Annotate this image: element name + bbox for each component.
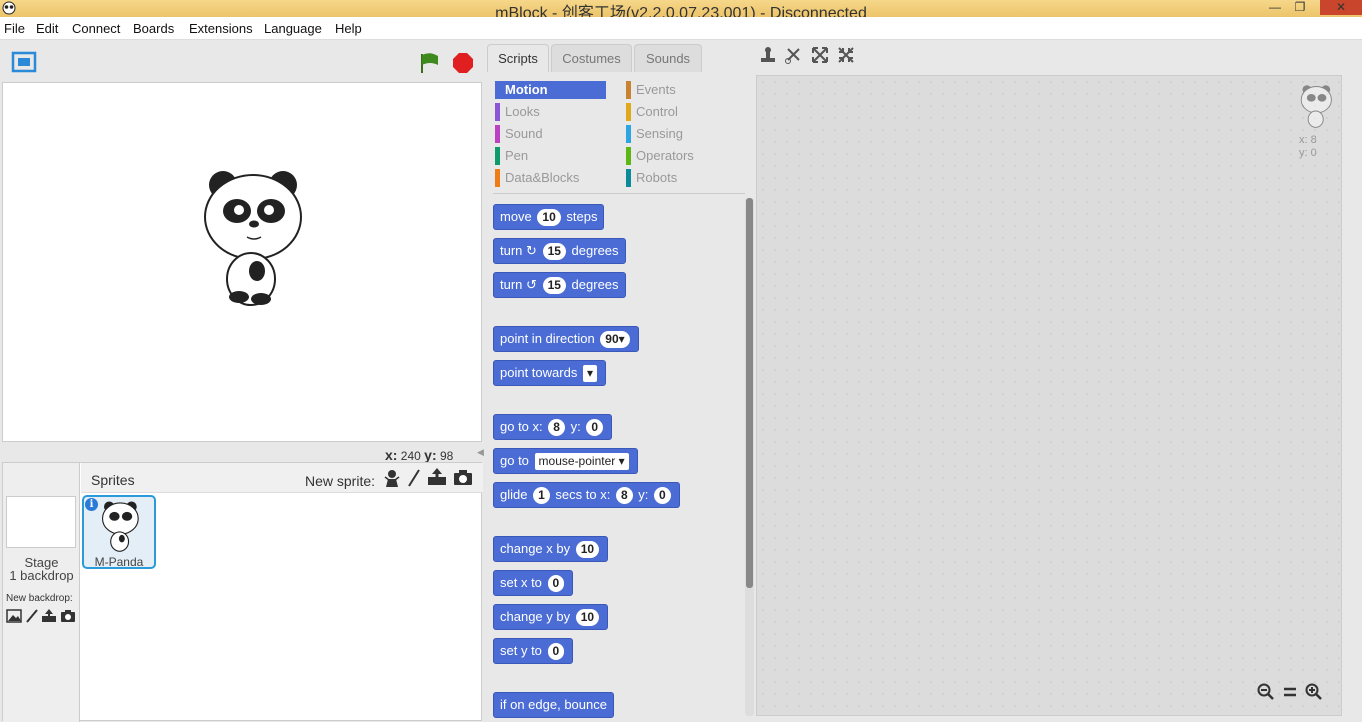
menu-language[interactable]: Language bbox=[264, 21, 322, 36]
tab-scripts[interactable]: Scripts bbox=[487, 44, 549, 73]
camera-sprite-icon[interactable] bbox=[453, 470, 473, 486]
sprite-pane: Stage 1 backdrop New backdrop: Sprites N… bbox=[2, 462, 483, 722]
palette-divider bbox=[493, 193, 745, 194]
new-sprite-label: New sprite: bbox=[305, 473, 376, 489]
category-operators[interactable]: Operators bbox=[626, 147, 737, 165]
block-go-to-xy[interactable]: go to x: 8 y: 0 bbox=[493, 414, 613, 440]
category-robots[interactable]: Robots bbox=[626, 169, 737, 187]
block-go-to[interactable]: go to mouse-pointer ▾ bbox=[493, 448, 638, 474]
stop-icon[interactable] bbox=[452, 52, 474, 74]
sprite-info-icon[interactable]: i bbox=[85, 498, 98, 511]
maximize-button[interactable]: ❐ bbox=[1294, 0, 1306, 14]
block-change-x[interactable]: change x by 10 bbox=[493, 536, 609, 562]
minimize-button[interactable]: — bbox=[1269, 0, 1281, 14]
stage-toolbar bbox=[2, 44, 482, 82]
category-sound[interactable]: Sound bbox=[495, 125, 606, 143]
panda-sprite[interactable] bbox=[199, 167, 305, 307]
camera-backdrop-icon[interactable] bbox=[60, 609, 76, 623]
paint-sprite-icon[interactable] bbox=[407, 468, 421, 488]
zoom-out-icon[interactable] bbox=[1257, 683, 1275, 701]
paint-backdrop-icon[interactable] bbox=[25, 609, 39, 623]
rotate-counterclockwise-icon: ↺ bbox=[526, 277, 537, 292]
stage-label: Stage bbox=[24, 555, 59, 570]
sprite-thumbnail-m-panda[interactable]: i M-Panda bbox=[82, 495, 156, 569]
sprite-x-readout: x: 8 bbox=[1299, 134, 1317, 146]
collapse-stage-icon[interactable]: ◀ bbox=[477, 447, 484, 457]
menu-extensions[interactable]: Extensions bbox=[189, 21, 253, 36]
block-set-y[interactable]: set y to 0 bbox=[493, 638, 574, 664]
menu-help[interactable]: Help bbox=[335, 21, 362, 36]
sprite-name: M-Panda bbox=[94, 555, 144, 569]
sprites-header: Sprites New sprite: bbox=[81, 463, 483, 493]
scripts-area[interactable]: x: 8 y: 0 bbox=[756, 75, 1342, 716]
rotate-clockwise-icon: ↻ bbox=[526, 243, 537, 258]
stage-column: Stage 1 backdrop New backdrop: bbox=[3, 463, 80, 722]
stage-thumbnail[interactable] bbox=[6, 496, 76, 548]
category-motion[interactable]: Motion bbox=[495, 81, 606, 99]
block-point-in-direction[interactable]: point in direction 90▾ bbox=[493, 326, 639, 352]
stage-coordinates: x: 240 y: 98 bbox=[385, 447, 454, 463]
duplicate-stamp-icon[interactable] bbox=[760, 46, 776, 64]
delete-scissors-icon[interactable] bbox=[785, 46, 803, 64]
block-change-y[interactable]: change y by 10 bbox=[493, 604, 609, 630]
close-button[interactable]: ✕ bbox=[1320, 0, 1362, 15]
block-turn-clockwise[interactable]: turn ↻ 15 degrees bbox=[493, 238, 626, 264]
title-bar: mBlock - 创客工场(v2.2.0.07.23.001) - Discon… bbox=[0, 0, 1362, 22]
sprites-title: Sprites bbox=[91, 472, 135, 488]
sprite-library-icon[interactable] bbox=[383, 468, 401, 488]
menu-bar: File Edit Connect Boards Extensions Lang… bbox=[0, 17, 1362, 40]
sprite-y-readout: y: 0 bbox=[1299, 147, 1317, 159]
backdrop-count: 1 backdrop bbox=[9, 568, 74, 583]
category-pen[interactable]: Pen bbox=[495, 147, 606, 165]
category-control[interactable]: Control bbox=[626, 103, 737, 121]
sprite-preview-icon bbox=[1300, 85, 1332, 128]
palette-scrollbar-thumb[interactable] bbox=[746, 198, 753, 588]
new-backdrop-label: New backdrop: bbox=[6, 593, 73, 604]
tab-costumes[interactable]: Costumes bbox=[551, 44, 632, 72]
zoom-in-icon[interactable] bbox=[1305, 683, 1323, 701]
menu-connect[interactable]: Connect bbox=[72, 21, 121, 36]
block-point-towards[interactable]: point towards ▾ bbox=[493, 360, 606, 386]
tab-sounds[interactable]: Sounds bbox=[634, 44, 702, 72]
block-turn-counterclockwise[interactable]: turn ↺ 15 degrees bbox=[493, 272, 626, 298]
block-move-steps[interactable]: move 10 steps bbox=[493, 204, 605, 230]
panda-thumbnail-icon bbox=[101, 501, 139, 552]
backdrop-library-icon[interactable] bbox=[6, 609, 22, 623]
block-bounce[interactable]: if on edge, bounce bbox=[493, 692, 614, 718]
block-set-x[interactable]: set x to 0 bbox=[493, 570, 574, 596]
mblock-app-icon bbox=[2, 1, 16, 15]
zoom-reset-icon[interactable] bbox=[1282, 683, 1298, 701]
shrink-icon[interactable] bbox=[837, 46, 855, 64]
upload-sprite-icon[interactable] bbox=[427, 467, 447, 487]
green-flag-icon[interactable] bbox=[418, 51, 442, 75]
upload-backdrop-icon[interactable] bbox=[41, 608, 57, 623]
menu-file[interactable]: File bbox=[4, 21, 25, 36]
category-events[interactable]: Events bbox=[626, 81, 737, 99]
menu-edit[interactable]: Edit bbox=[36, 21, 59, 36]
menu-boards[interactable]: Boards bbox=[133, 21, 175, 36]
stage-canvas[interactable] bbox=[2, 82, 482, 442]
category-looks[interactable]: Looks bbox=[495, 103, 606, 121]
block-glide[interactable]: glide 1 secs to x: 8 y: 0 bbox=[493, 482, 680, 508]
category-sensing[interactable]: Sensing bbox=[626, 125, 737, 143]
category-data-blocks[interactable]: Data&Blocks bbox=[495, 169, 606, 187]
fullscreen-icon[interactable] bbox=[10, 50, 38, 74]
grow-icon[interactable] bbox=[811, 46, 829, 64]
